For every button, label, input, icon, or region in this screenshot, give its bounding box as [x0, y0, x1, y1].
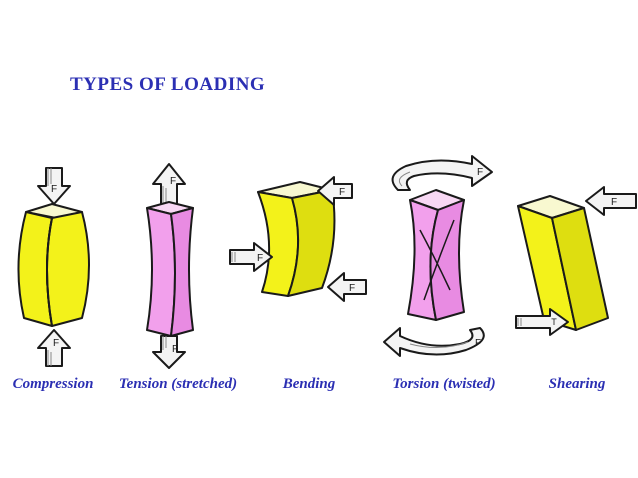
caption-shearing: Shearing	[548, 376, 606, 392]
torque-label: F	[475, 338, 481, 349]
twisted-block	[407, 189, 465, 321]
curved-arrow-icon: F	[383, 327, 485, 357]
stretched-block	[146, 201, 194, 337]
left-arrow-icon: F	[585, 186, 637, 216]
down-arrow-icon: F	[152, 335, 186, 369]
up-arrow-icon: F	[152, 163, 186, 205]
compressed-block	[17, 203, 90, 327]
caption-tension: Tension (stretched)	[118, 376, 238, 392]
up-arrow-icon: F	[37, 329, 71, 367]
force-label: F	[257, 253, 263, 264]
force-label: F	[349, 283, 355, 294]
right-arrow-icon: F	[229, 242, 273, 272]
force-label: F	[53, 338, 59, 349]
caption-compression: Compression	[12, 376, 94, 392]
force-label: F	[172, 344, 178, 355]
shearing-figure: F T	[515, 186, 637, 336]
force-label: F	[339, 187, 345, 198]
compression-figure: F F	[17, 167, 90, 367]
left-arrow-icon: F	[317, 176, 353, 206]
force-label: F	[170, 176, 176, 187]
bending-figure: F F F	[229, 176, 367, 302]
left-arrow-icon: F	[327, 272, 367, 302]
force-label: F	[611, 197, 617, 208]
shear-label: T	[551, 317, 557, 327]
caption-torsion: Torsion (twisted)	[392, 376, 496, 392]
torsion-figure: F F	[383, 155, 493, 357]
force-label: F	[51, 184, 57, 195]
tension-figure: F F	[146, 163, 194, 369]
bent-block	[257, 181, 336, 297]
right-arrow-icon: T	[515, 308, 569, 336]
down-arrow-icon: F	[37, 167, 71, 205]
torque-label: F	[477, 167, 483, 178]
page-title: TYPES OF LOADING	[70, 74, 266, 95]
caption-bending: Bending	[282, 376, 336, 392]
sheared-block	[517, 195, 609, 331]
curved-arrow-icon: F	[391, 155, 493, 191]
